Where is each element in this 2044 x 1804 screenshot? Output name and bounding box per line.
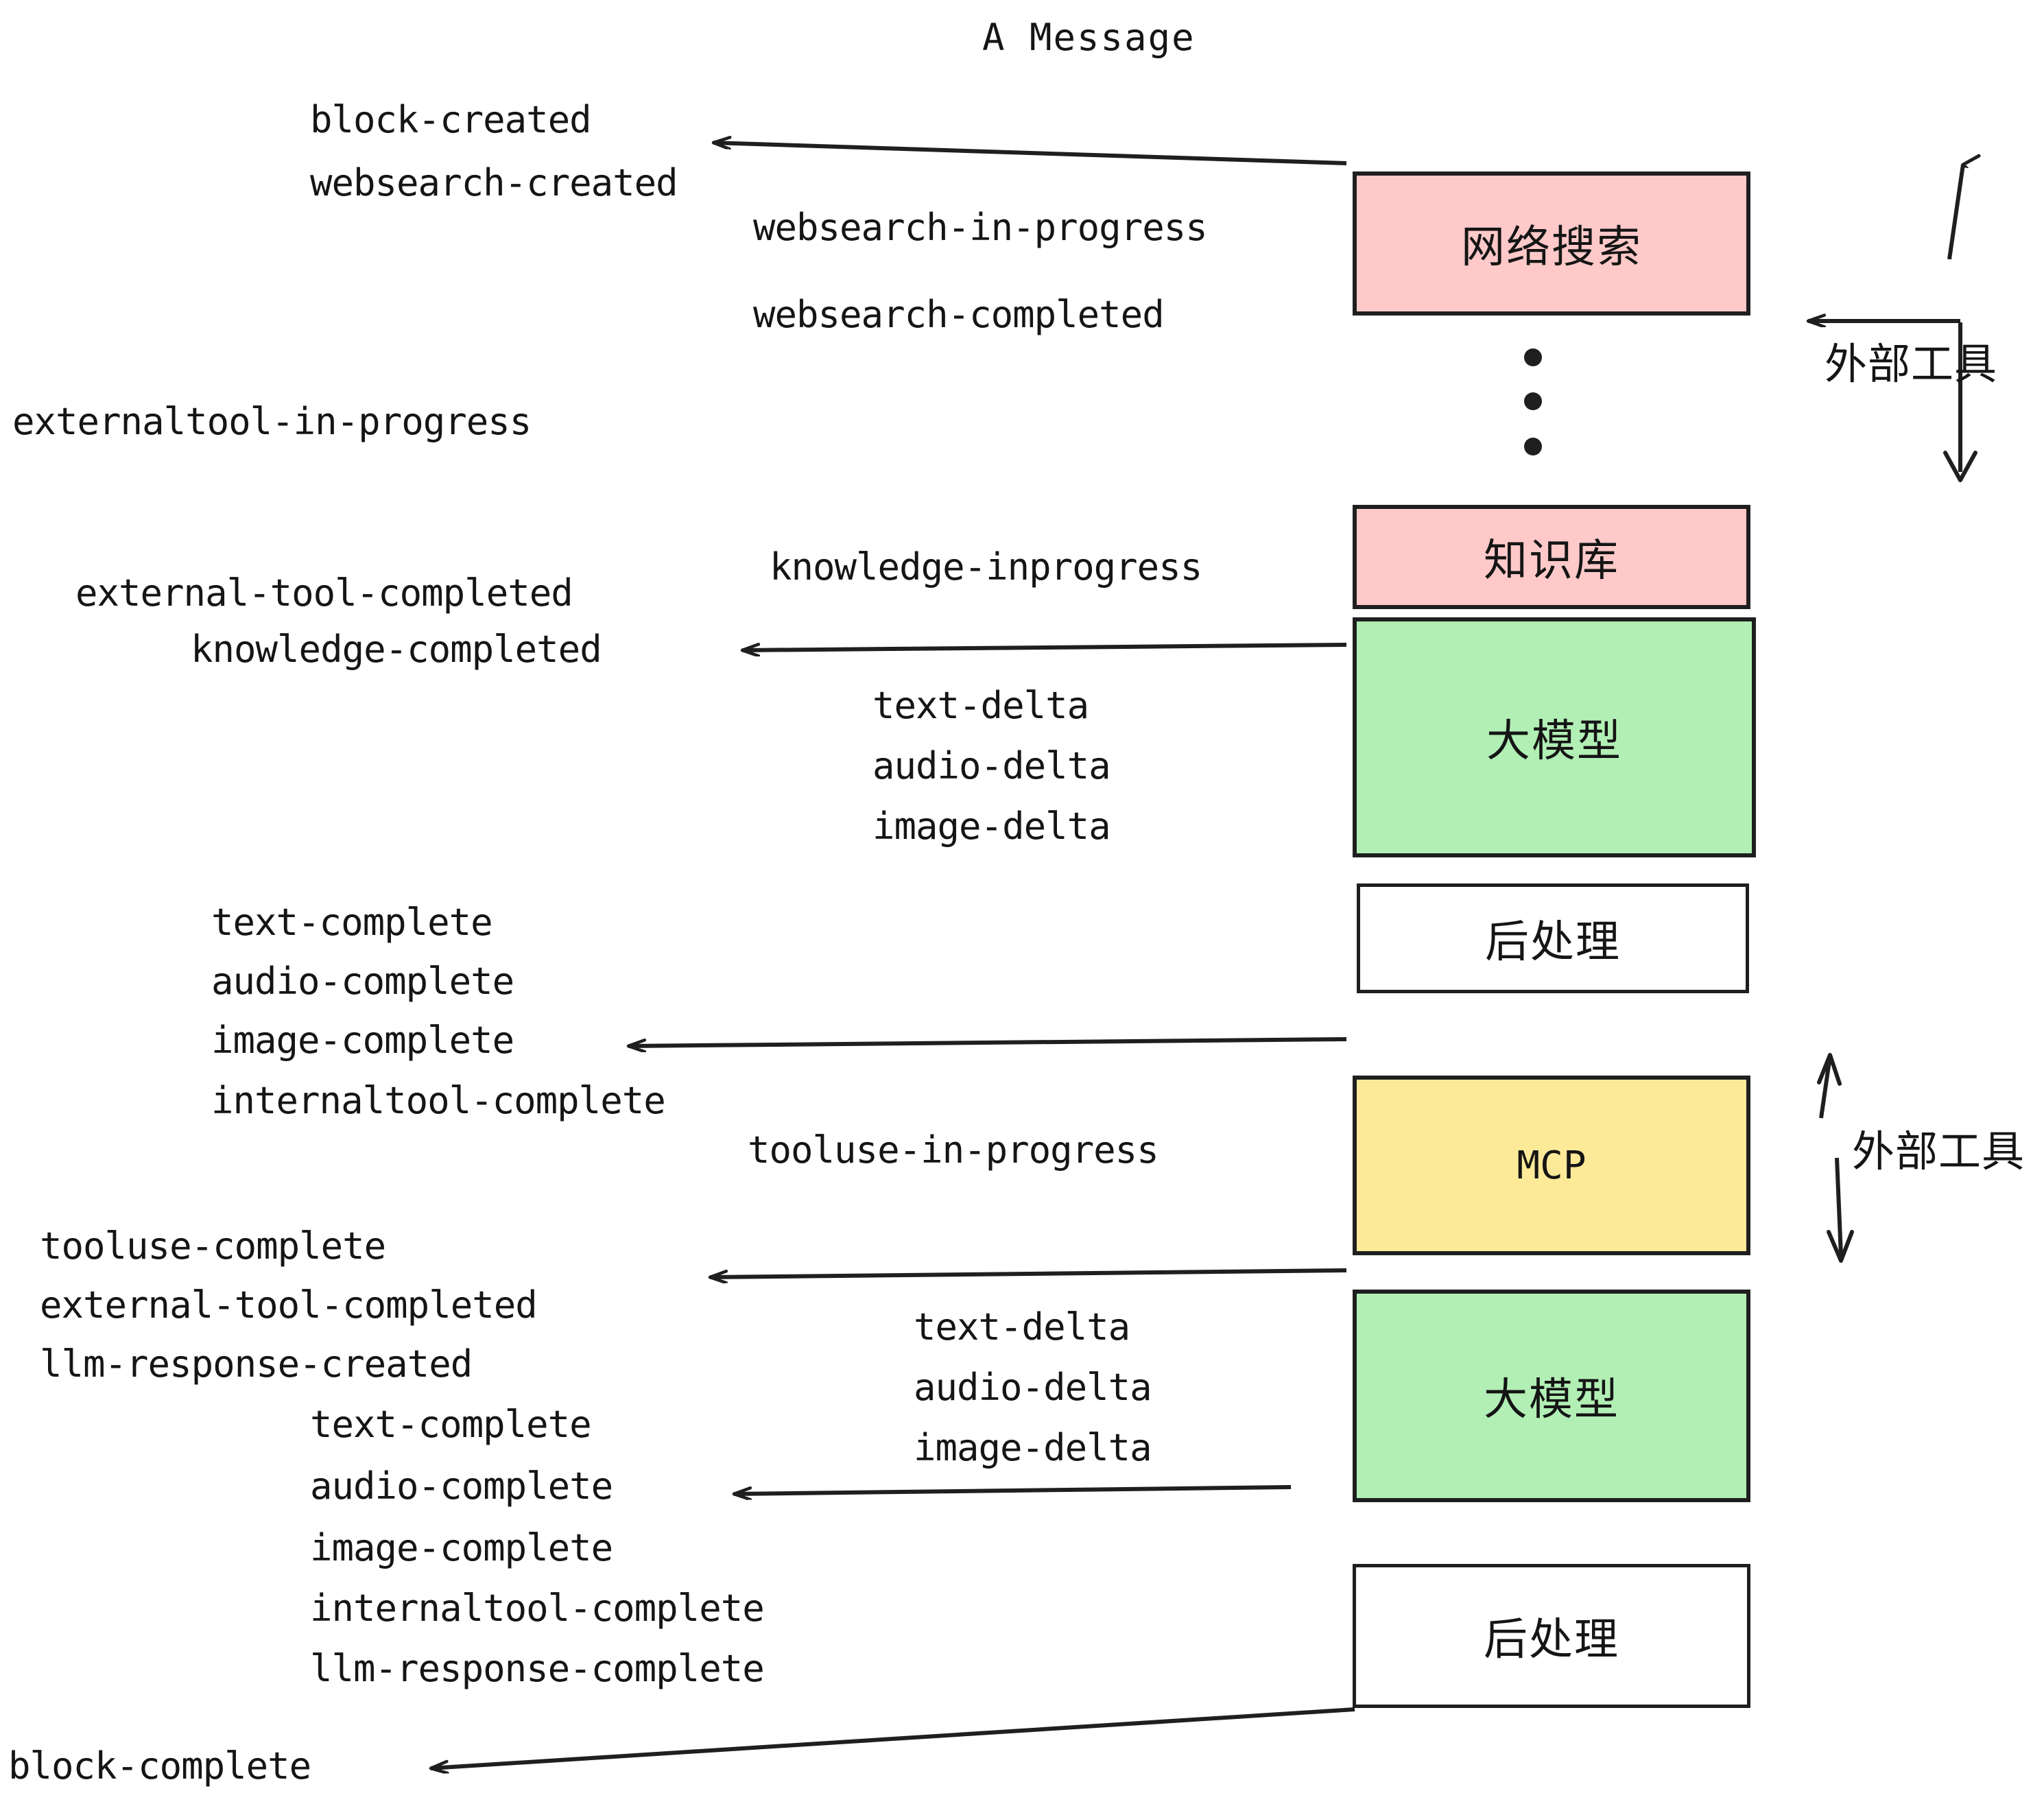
event-image-delta-1: image-delta — [872, 805, 1111, 848]
arrow-websearch-to-events — [713, 143, 1347, 165]
event-text-complete-2: text-complete — [310, 1403, 592, 1446]
side-label-external-tool-bottom: 外部工具 — [1852, 1126, 2025, 1176]
box-knowledge-base-label: 知识库 — [1484, 536, 1619, 586]
box-llm-first-label: 大模型 — [1486, 716, 1622, 767]
arrow-mcp-to-tooluse-events — [710, 1268, 1347, 1277]
event-external-tool-completed-1: external-tool-completed — [75, 571, 573, 615]
side-label-external-tool-top: 外部工具 — [1825, 339, 1998, 389]
external-tool-arrow-top — [1808, 165, 1975, 482]
event-audio-delta-2: audio-delta — [914, 1366, 1152, 1409]
event-externaltool-in-progress: externaltool-in-progress — [12, 400, 532, 443]
event-knowledge-inprogress: knowledge-inprogress — [770, 545, 1202, 589]
box-mcp-label: MCP — [1517, 1143, 1587, 1188]
event-audio-complete-1: audio-complete — [211, 960, 514, 1003]
event-block-created: block-created — [310, 98, 592, 141]
box-llm-second[interactable]: 大模型 — [1353, 1290, 1750, 1502]
page-title: A Message — [982, 16, 1196, 59]
box-knowledge-base[interactable]: 知识库 — [1353, 505, 1750, 609]
box-llm-first[interactable]: 大模型 — [1353, 617, 1756, 857]
ellipsis-dot-2 — [1524, 392, 1542, 410]
event-text-delta-1: text-delta — [872, 684, 1089, 727]
box-llm-second-label: 大模型 — [1484, 1375, 1619, 1425]
event-image-delta-2: image-delta — [914, 1426, 1152, 1469]
event-text-complete-1: text-complete — [211, 901, 493, 944]
event-llm-response-complete: llm-response-complete — [310, 1647, 765, 1690]
event-websearch-created: websearch-created — [310, 161, 678, 204]
box-websearch-label: 网络搜索 — [1461, 222, 1642, 273]
ellipsis-dot-1 — [1524, 348, 1542, 366]
event-tooluse-complete: tooluse-complete — [40, 1224, 386, 1268]
event-audio-delta-1: audio-delta — [872, 744, 1111, 787]
box-websearch[interactable]: 网络搜索 — [1353, 171, 1750, 316]
event-image-complete-2: image-complete — [310, 1526, 613, 1569]
arrow-knowledge-to-events — [742, 643, 1347, 650]
box-postprocess-second-label: 后处理 — [1484, 1615, 1619, 1665]
event-external-tool-completed-2: external-tool-completed — [40, 1283, 538, 1327]
event-text-delta-2: text-delta — [914, 1305, 1130, 1349]
event-block-complete: block-complete — [8, 1744, 311, 1788]
event-knowledge-completed: knowledge-completed — [191, 628, 602, 671]
box-postprocess-first[interactable]: 后处理 — [1357, 883, 1749, 993]
event-websearch-completed: websearch-completed — [753, 293, 1165, 336]
event-tooluse-in-progress: tooluse-in-progress — [748, 1128, 1159, 1172]
box-postprocess-second[interactable]: 后处理 — [1353, 1564, 1750, 1708]
event-internaltool-complete-2: internaltool-complete — [310, 1587, 765, 1630]
event-websearch-in-progress: websearch-in-progress — [753, 206, 1208, 249]
arrow-llm2-to-events — [734, 1485, 1292, 1494]
arrow-postprocess-to-block-complete — [431, 1707, 1355, 1768]
event-internaltool-complete-1: internaltool-complete — [211, 1079, 666, 1122]
event-llm-response-created: llm-response-created — [40, 1342, 473, 1386]
box-postprocess-first-label: 后处理 — [1485, 917, 1621, 968]
box-mcp[interactable]: MCP — [1353, 1076, 1750, 1255]
event-audio-complete-2: audio-complete — [310, 1464, 613, 1508]
event-image-complete-1: image-complete — [211, 1019, 514, 1062]
ellipsis-dot-3 — [1524, 438, 1542, 455]
external-tool-arrow-bottom — [1817, 1053, 1854, 1263]
arrow-llm-to-complete-events — [628, 1037, 1347, 1046]
